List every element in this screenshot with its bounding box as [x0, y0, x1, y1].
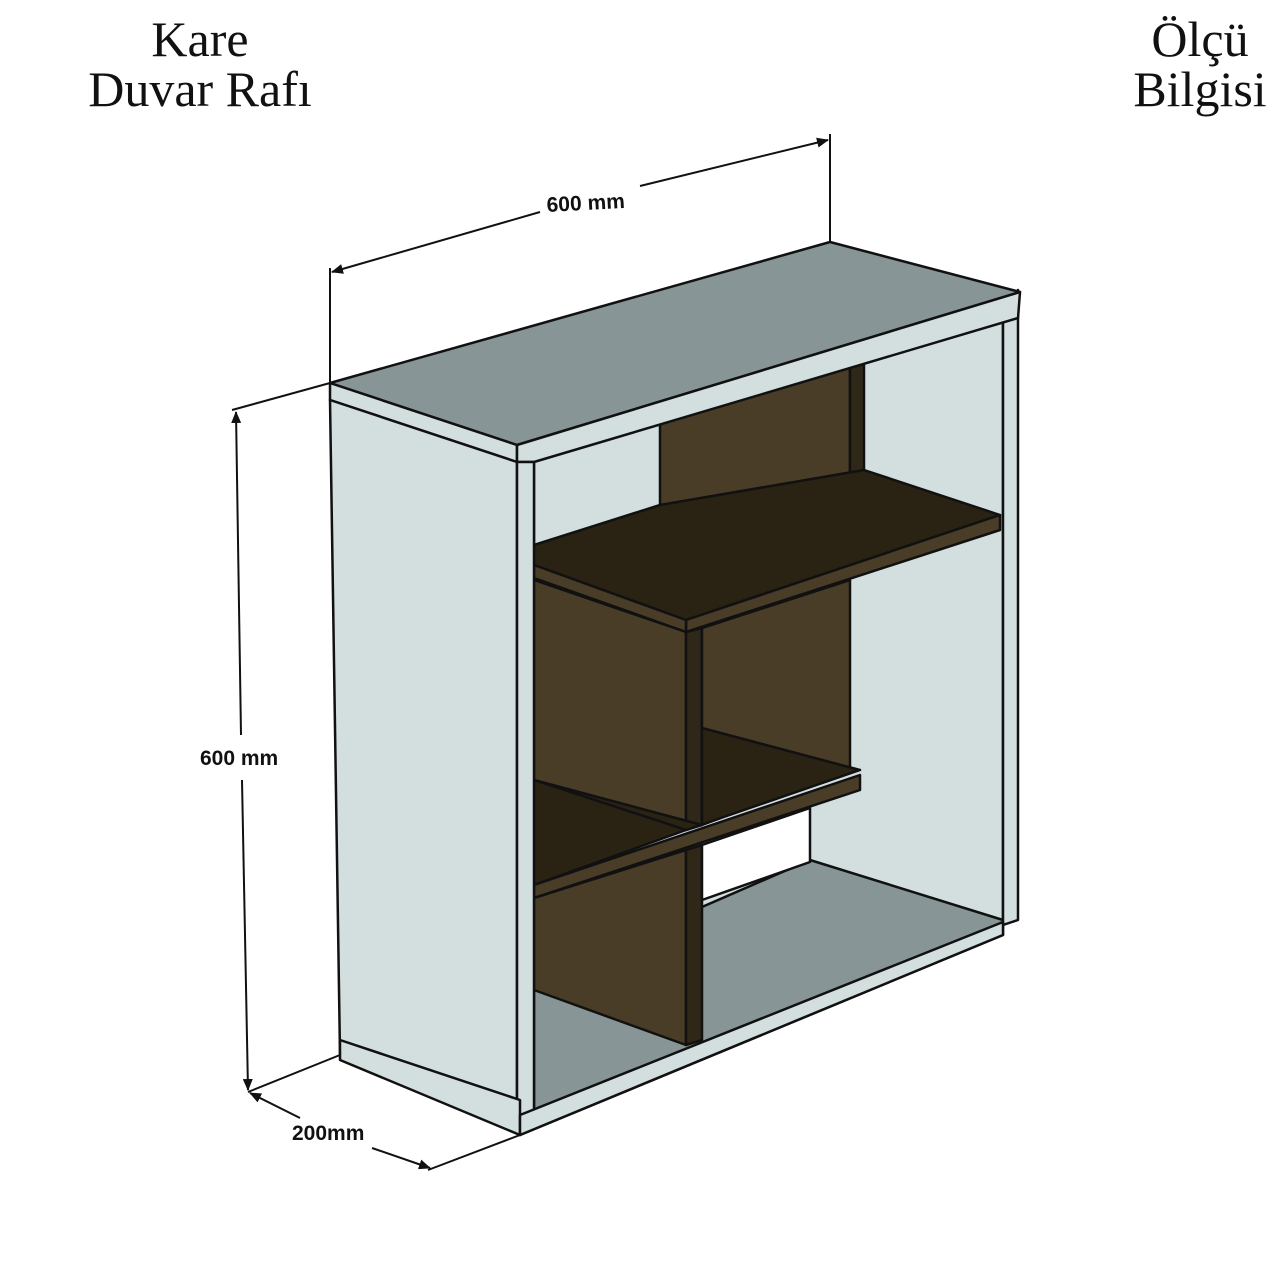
lower-cube-top: [700, 806, 812, 902]
left-side-edge: [515, 460, 536, 1117]
height-dimension-top-line: [231, 411, 242, 736]
depth-dimension: 200mm: [249, 1092, 521, 1171]
measurement-info-title: Ölçü Bilgisi: [1100, 14, 1280, 114]
left-side-panel: [328, 398, 519, 1117]
product-title-line1: Kare: [151, 11, 249, 67]
height-dimension-label: 600 mm: [200, 747, 278, 770]
width-dimension: 600 mm: [329, 134, 831, 383]
bottom-right-edge: [518, 920, 1005, 1137]
depth-dimension-label: 200mm: [292, 1122, 364, 1145]
product-title: Kare Duvar Rafı: [40, 14, 360, 114]
width-dimension-label: 600 mm: [546, 190, 625, 217]
measurement-info-line1: Ölçü: [1151, 11, 1249, 67]
product-title-line2: Duvar Rafı: [88, 61, 312, 117]
depth-dimension-left-line: [249, 1092, 301, 1119]
lower-vertical-divider: [684, 843, 704, 1047]
height-dimension: 600 mm: [200, 382, 341, 1093]
width-dimension-left-line: [331, 211, 541, 274]
height-dimension-bottom-line: [241, 779, 253, 1091]
top-right-edge: [515, 290, 1022, 464]
measurement-info-line2: Bilgisi: [1133, 61, 1267, 117]
width-dimension-right-line: [639, 137, 829, 187]
middle-vertical-divider: [684, 626, 704, 832]
depth-dimension-right-line: [371, 1147, 431, 1170]
right-side-panel: [1001, 288, 1020, 927]
